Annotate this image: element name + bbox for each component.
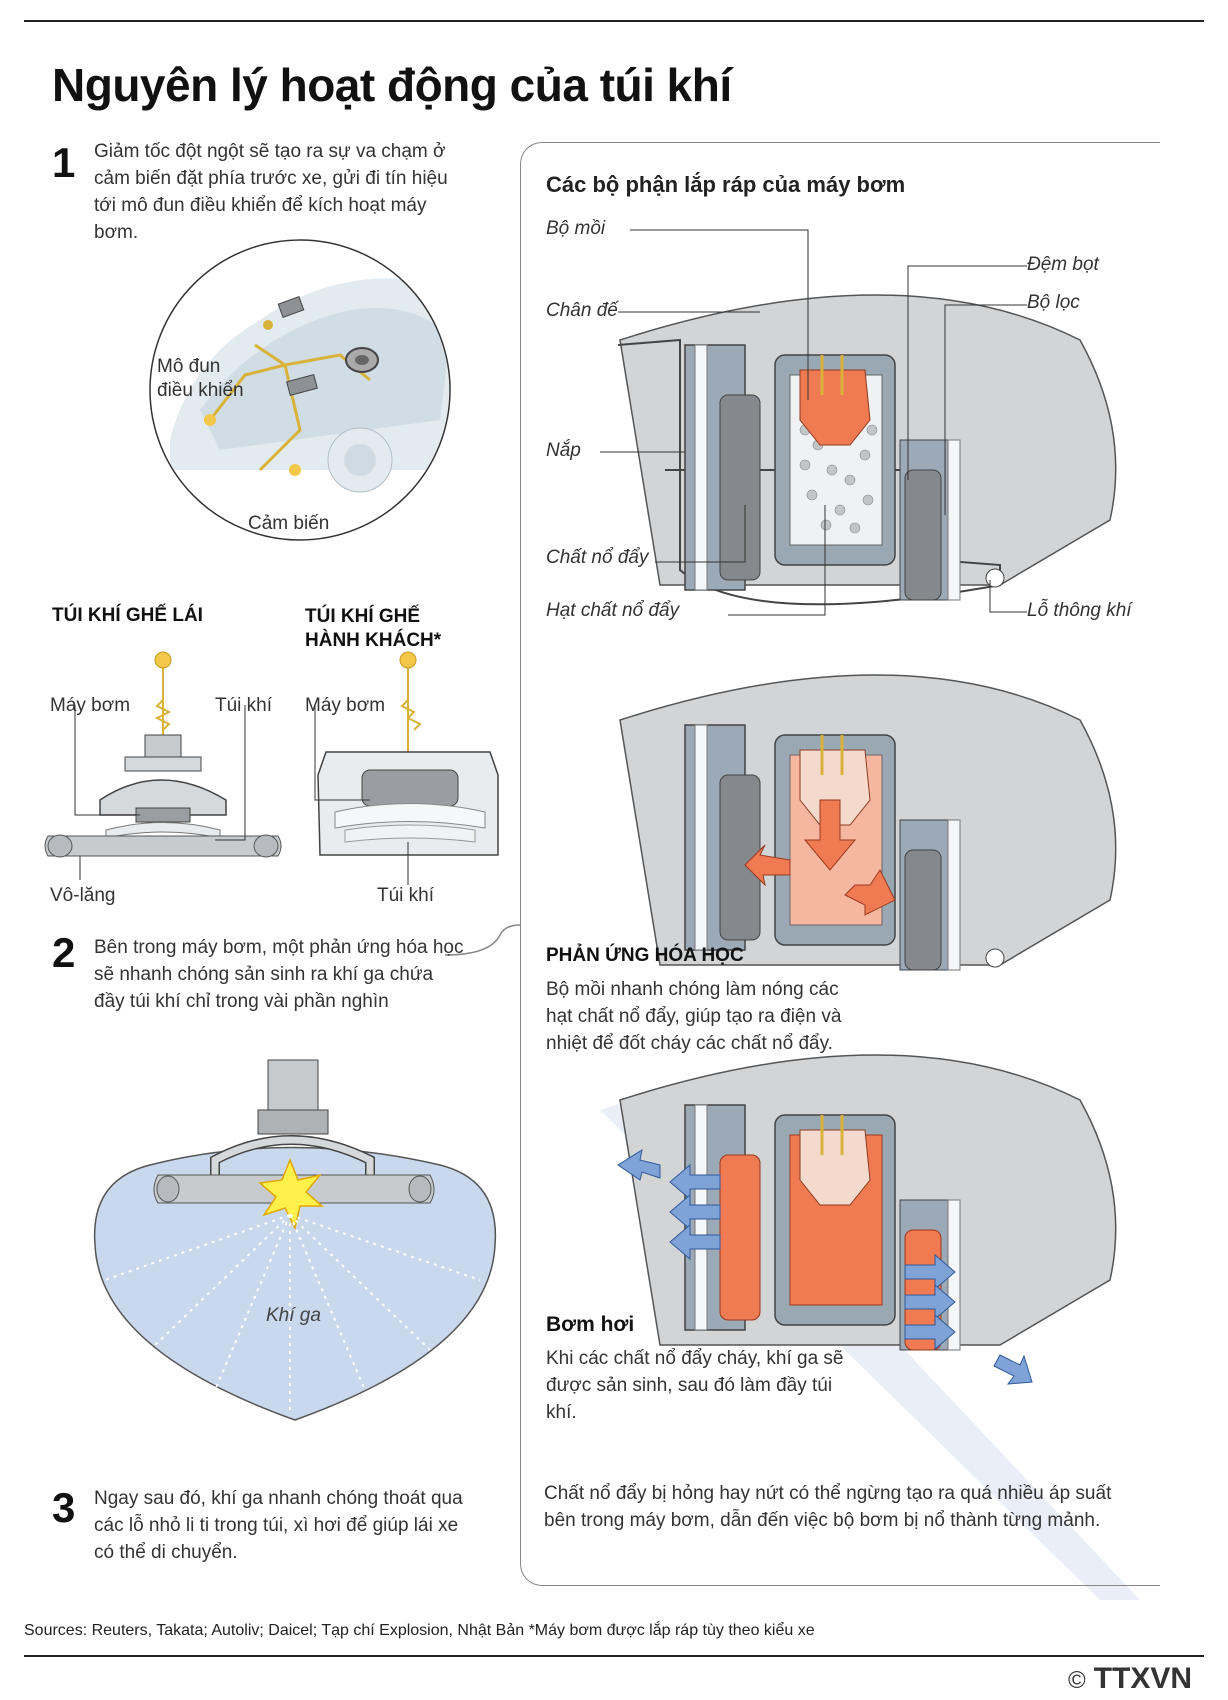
foam-label: Đệm bọt	[1027, 254, 1099, 275]
car-silhouette	[170, 278, 449, 493]
top-rule	[24, 20, 1204, 22]
pellets-label: Hạt chất nổ đẩy	[546, 600, 680, 621]
passenger-airbag-diagram	[314, 651, 499, 885]
lid-label: Nắp	[546, 440, 581, 461]
inflate-heading: Bơm hơi	[546, 1313, 635, 1336]
propellant-label: Chất nổ đẩy	[546, 547, 649, 568]
sensor-label: Cảm biến	[248, 513, 330, 534]
passenger-pump-label: Máy bơm	[305, 695, 386, 716]
ttxvn-logo: © TTXVN	[1068, 1662, 1192, 1696]
failure-note: Chất nổ đẩy bị hỏng hay nứt có thể ngừng…	[544, 1483, 1112, 1531]
filter-label: Bộ lọc	[1027, 292, 1080, 313]
vent-label: Lỗ thông khí	[1027, 600, 1132, 621]
step-1-number: 1	[52, 139, 76, 186]
driver-airbag-heading: TÚI KHÍ GHẾ LÁI	[52, 605, 203, 626]
step-3-text: Ngay sau đó, khí ga nhanh chóng thoát qu…	[94, 1488, 463, 1563]
bottom-rule	[24, 1655, 1204, 1657]
module-label: Mô đun điều khiển	[157, 356, 244, 401]
connector-line	[444, 924, 521, 956]
step-2-number: 2	[52, 929, 76, 976]
gas-label: Khí ga	[266, 1305, 321, 1326]
sources: Sources: Reuters, Takata; Autoliv; Daice…	[24, 1622, 815, 1639]
car-diagram	[149, 239, 451, 541]
base-label: Chân đế	[546, 300, 618, 321]
logo-text: TTXVN	[1093, 1662, 1193, 1695]
step-1-text: Giảm tốc đột ngột sẽ tạo ra sự va chạm ở…	[94, 141, 448, 243]
reaction-text: Bộ mồi nhanh chóng làm nóng các hạt chất…	[546, 979, 842, 1054]
reaction-heading: PHẢN ỨNG HÓA HỌC	[546, 945, 744, 966]
copyright-symbol: ©	[1068, 1667, 1086, 1694]
driver-bag-label: Túi khí	[215, 695, 273, 716]
step-2-text: Bên trong máy bơm, một phản ứng hóa học …	[94, 937, 464, 1012]
inflate-text: Khi các chất nổ đẩy cháy, khí ga sẽ được…	[546, 1348, 844, 1423]
inflated-airbag-diagram	[93, 1059, 497, 1421]
steering-wheel-label: Vô-lăng	[50, 885, 116, 906]
pump-cutaway-reaction	[619, 674, 1117, 971]
passenger-airbag-heading: TÚI KHÍ GHẾ HÀNH KHÁCH*	[305, 606, 442, 651]
passenger-bag-label: Túi khí	[377, 885, 435, 906]
step-3-number: 3	[52, 1484, 76, 1531]
driver-airbag-diagram	[44, 651, 282, 880]
pump-panel	[520, 142, 1160, 1586]
pump-cutaway-parts	[600, 229, 1117, 616]
driver-pump-label: Máy bơm	[50, 695, 131, 716]
pump-cutaway-inflation	[600, 1054, 1140, 1600]
igniter-label: Bộ mồi	[546, 218, 606, 239]
page-title: Nguyên lý hoạt động của túi khí	[52, 59, 732, 111]
parts-heading: Các bộ phận lắp ráp của máy bơm	[546, 172, 906, 197]
